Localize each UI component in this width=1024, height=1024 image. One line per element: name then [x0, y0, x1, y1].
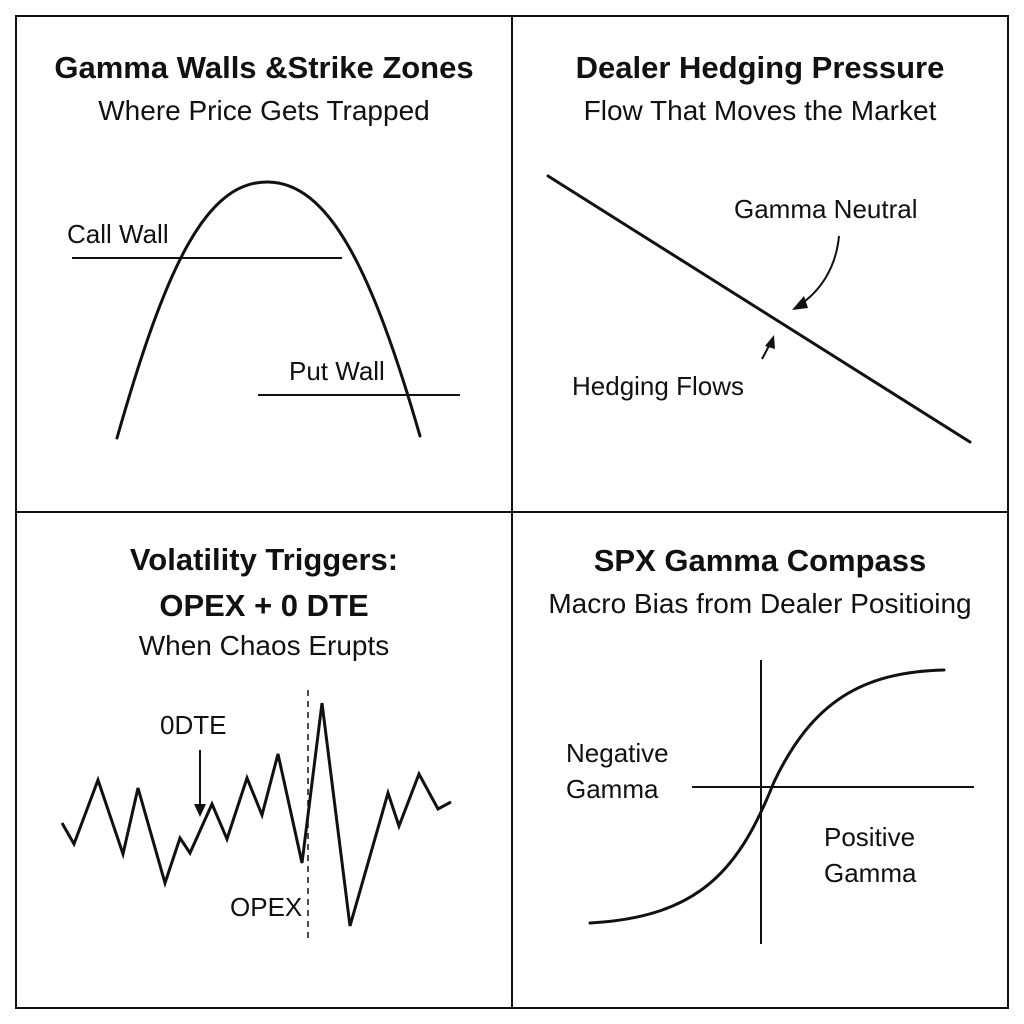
- call-wall-label: Call Wall: [67, 219, 169, 249]
- positive-gamma-label-line2: Gamma: [824, 858, 917, 888]
- hedging-flows-label: Hedging Flows: [572, 371, 744, 401]
- negative-gamma-label-line1: Negative: [566, 738, 669, 768]
- odte-label: 0DTE: [160, 710, 227, 740]
- panel-subtitle: Macro Bias from Dealer Positioing: [548, 588, 972, 619]
- panel-title: SPX Gamma Compass: [593, 543, 927, 578]
- gamma-walls-diagram: [72, 180, 460, 440]
- gamma-walls-panel: Gamma Walls &Strike Zones Where Price Ge…: [16, 16, 512, 512]
- s-curve: [588, 668, 946, 925]
- volatility-triggers-panel: Volatility Triggers: OPEX + 0 DTE When C…: [16, 512, 512, 1008]
- gamma-neutral-arrow: [797, 235, 840, 307]
- positive-gamma-label-line1: Positive: [824, 822, 916, 852]
- gamma-neutral-label: Gamma Neutral: [734, 194, 918, 224]
- gamma-compass-panel: SPX Gamma Compass Macro Bias from Dealer…: [512, 512, 1008, 1008]
- gamma-compass-diagram: [588, 660, 974, 944]
- panel-subtitle: Where Price Gets Trapped: [98, 95, 430, 126]
- put-wall-label: Put Wall: [289, 356, 385, 386]
- panel-subtitle: Flow That Moves the Market: [583, 95, 937, 126]
- panel-subtitle: When Chaos Erupts: [138, 630, 390, 661]
- dealer-hedging-diagram: [546, 174, 972, 444]
- dealer-hedging-panel: Dealer Hedging Pressure Flow That Moves …: [512, 16, 1008, 512]
- gamma-neutral-arrowhead: [792, 296, 808, 310]
- gamma-curve: [115, 180, 422, 440]
- opex-label: OPEX: [230, 892, 303, 922]
- hedging-pressure-line: [546, 174, 972, 444]
- negative-gamma-label-line2: Gamma: [566, 774, 659, 804]
- price-zigzag-line: [60, 702, 452, 927]
- panel-title: Gamma Walls &Strike Zones: [54, 50, 474, 85]
- volatility-triggers-diagram: [60, 690, 452, 938]
- panel-title-line2: OPEX + 0 DTE: [159, 588, 369, 623]
- hedging-flows-arrowhead: [765, 335, 775, 349]
- odte-arrowhead: [194, 804, 206, 817]
- panel-title-line1: Volatility Triggers:: [129, 542, 399, 577]
- panel-title: Dealer Hedging Pressure: [575, 50, 945, 85]
